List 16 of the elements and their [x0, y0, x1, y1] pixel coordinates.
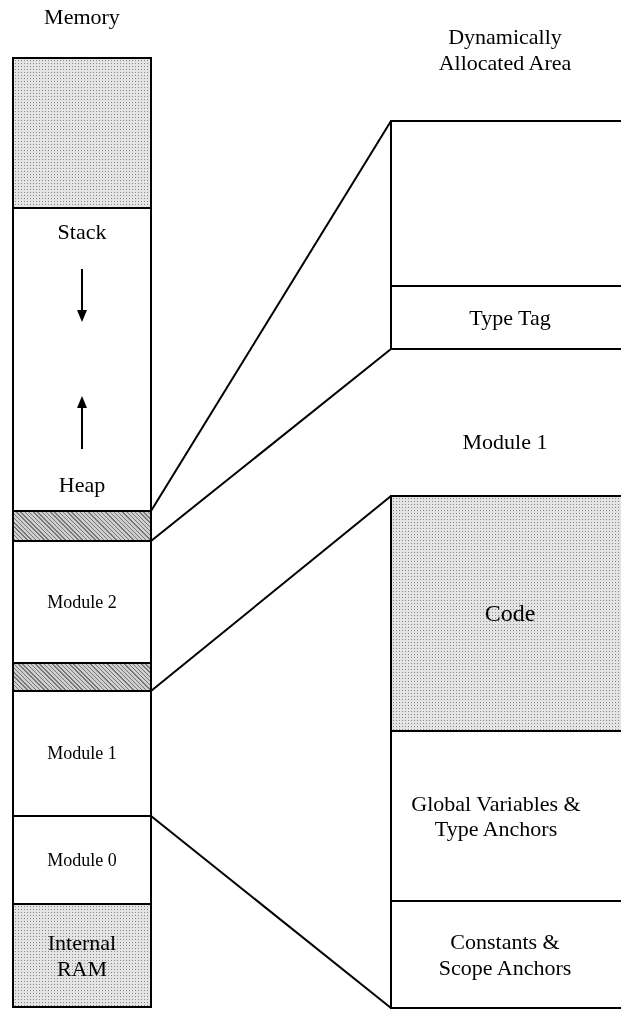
- region-label: Heap: [58, 472, 106, 498]
- memory-segment: Type Tag: [390, 285, 621, 350]
- shaded-block: [12, 510, 152, 542]
- memory-segment: Internal RAM: [12, 903, 152, 1008]
- expansion-line: [150, 815, 392, 1009]
- expansion-line: [150, 120, 392, 512]
- column-heading: Dynamically Allocated Area: [437, 24, 573, 77]
- region-label: Stack: [57, 219, 107, 245]
- shaded-block: [12, 57, 152, 209]
- memory-segment: Code: [390, 495, 621, 732]
- memory-segment: Module 1: [12, 690, 152, 817]
- column-heading: Memory: [43, 4, 121, 31]
- memory-block: [390, 120, 621, 287]
- memory-segment: Constants & Scope Anchors: [390, 900, 621, 1009]
- shaded-block: [12, 662, 152, 692]
- column-heading: Module 1: [461, 429, 549, 456]
